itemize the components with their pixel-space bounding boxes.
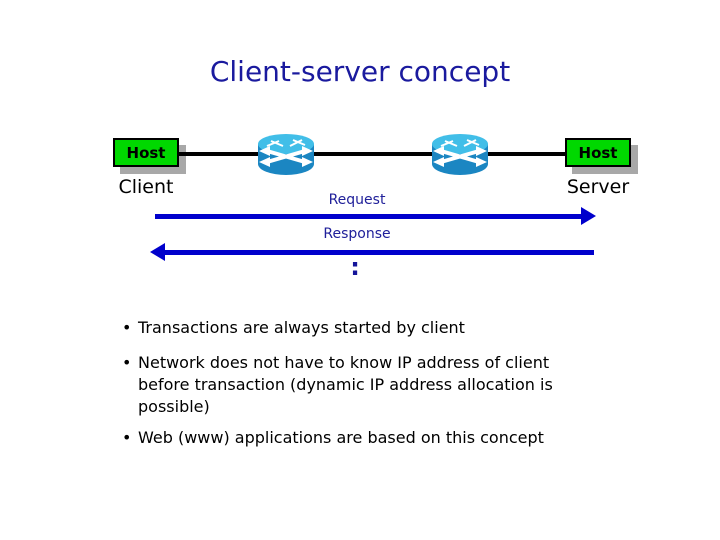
continuation-colon: :: [350, 253, 360, 281]
bullet-item: • Transactions are always started by cli…: [122, 317, 683, 339]
bullet-marker: •: [122, 353, 132, 372]
bullet-text: Transactions are always started by clien…: [138, 318, 465, 337]
host-box-server: Host: [565, 138, 631, 167]
client-label: Client: [118, 176, 174, 198]
bullet-text: Network does not have to know IP address…: [138, 353, 553, 416]
bullet-marker: •: [122, 318, 132, 337]
host-box-label: Host: [578, 143, 618, 162]
request-arrow-line: [155, 214, 583, 219]
request-label: Request: [328, 192, 386, 208]
bullet-text: Web (www) applications are based on this…: [138, 428, 544, 447]
response-arrowhead-icon: [150, 243, 165, 261]
bullet-marker: •: [122, 428, 132, 447]
router-icon: [432, 134, 488, 175]
host-box-client: Host: [113, 138, 179, 167]
page-title: Client-server concept: [209, 55, 511, 88]
router-icon: [258, 134, 314, 175]
network-link-line: [179, 152, 565, 156]
server-label: Server: [566, 176, 630, 198]
request-arrowhead-icon: [581, 207, 596, 225]
response-arrow-line: [164, 250, 594, 255]
bullet-item: • Web (www) applications are based on th…: [122, 427, 683, 449]
host-box-label: Host: [126, 143, 166, 162]
response-label: Response: [323, 226, 391, 242]
bullet-item: • Network does not have to know IP addre…: [122, 352, 683, 418]
